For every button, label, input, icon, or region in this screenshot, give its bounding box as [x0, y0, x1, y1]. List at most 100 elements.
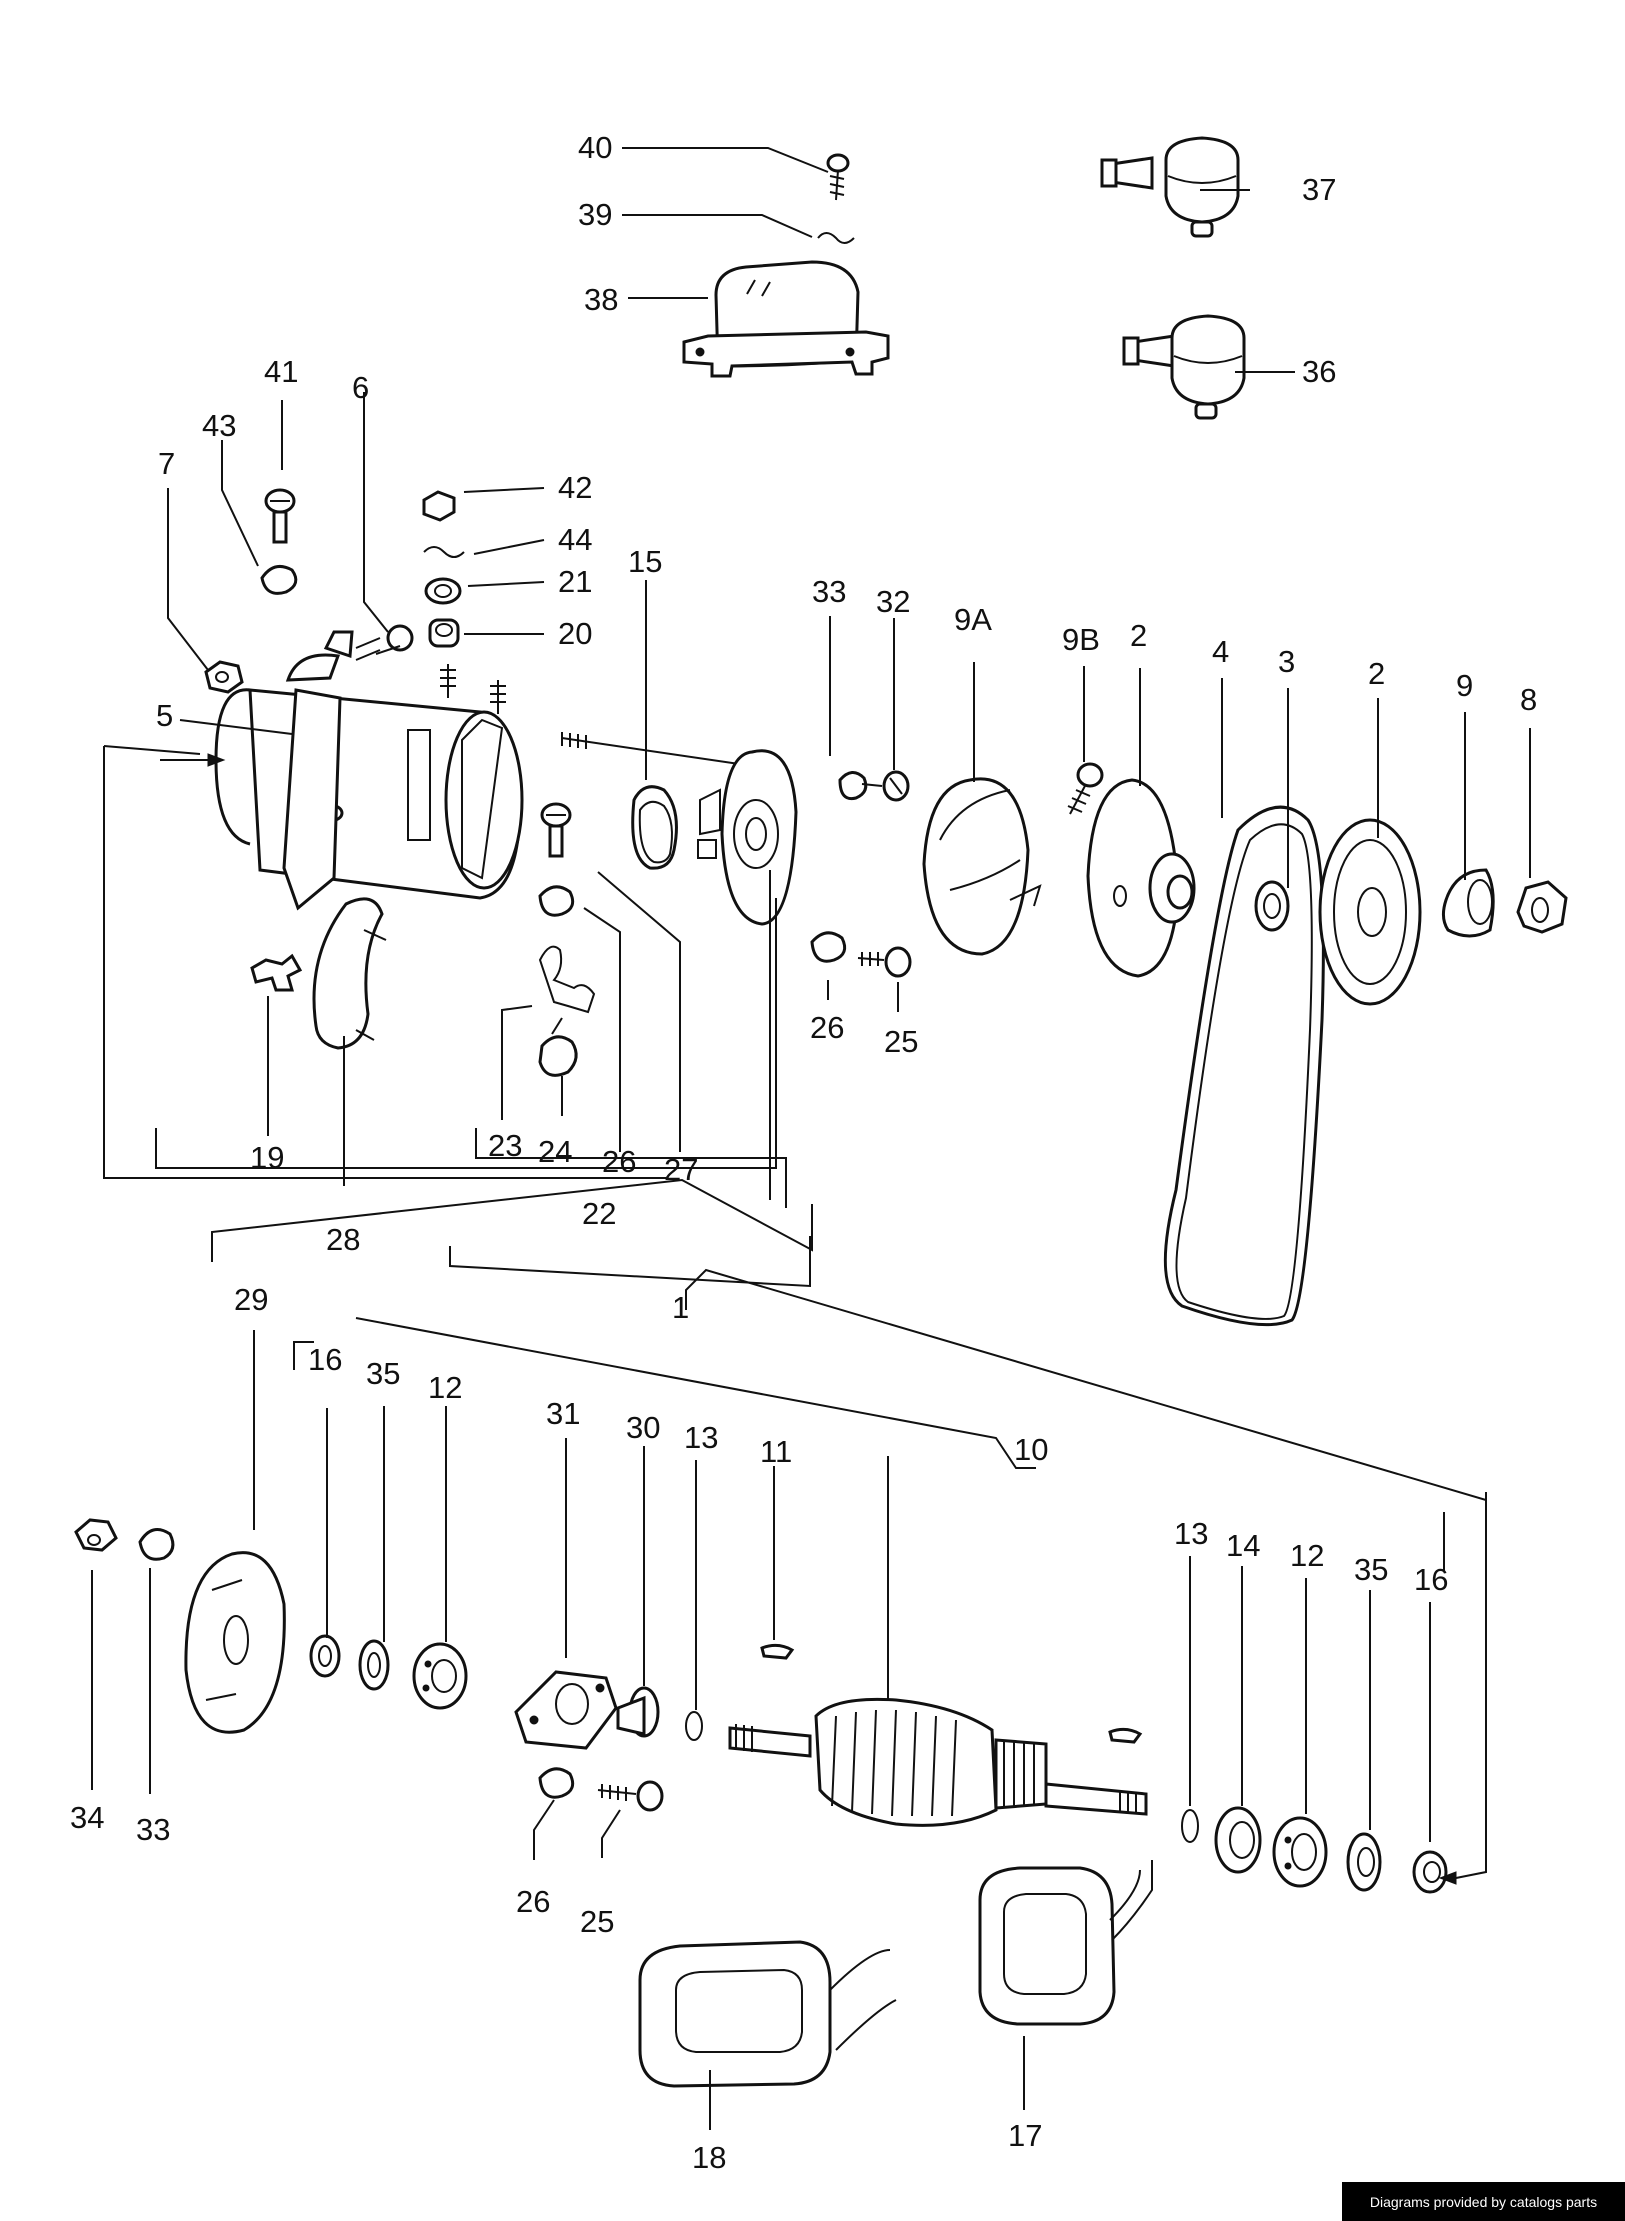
callout-12-left: 12	[428, 1370, 462, 1405]
lock-washer-43	[260, 564, 298, 595]
pulley-half-2a	[1086, 778, 1196, 978]
callout-23: 23	[488, 1128, 522, 1163]
circlip-13a	[685, 1711, 703, 1741]
spacer-9	[1441, 868, 1495, 938]
callout-7: 7	[158, 446, 175, 481]
callout-9a: 9A	[954, 602, 992, 637]
callout-18: 18	[692, 2140, 726, 2175]
generator-housing-5	[214, 630, 524, 911]
field-coil-17	[978, 1860, 1153, 2026]
voltage-regulator-38	[682, 260, 890, 378]
studs	[440, 664, 506, 714]
callout-16-left: 16	[308, 1342, 342, 1377]
washer-33a	[838, 771, 868, 801]
callout-2-right: 2	[1368, 656, 1385, 691]
callout-5: 5	[156, 698, 173, 733]
washer-26	[538, 885, 575, 917]
callout-26-mid: 26	[810, 1010, 844, 1045]
key-armature	[1108, 1727, 1143, 1744]
spacer-3	[1254, 880, 1290, 932]
callout-22: 22	[582, 1196, 616, 1231]
end-plate-29	[184, 1551, 286, 1734]
washer-26c	[538, 1767, 575, 1799]
callout-44: 44	[558, 522, 592, 557]
callout-43: 43	[202, 408, 236, 443]
callout-39: 39	[578, 197, 612, 232]
screw-27	[540, 802, 572, 858]
callout-9: 9	[1456, 668, 1473, 703]
callout-35-right: 35	[1354, 1552, 1388, 1587]
callout-25-bottom: 25	[580, 1904, 614, 1939]
callout-14: 14	[1226, 1528, 1260, 1563]
screw-9b	[1067, 762, 1104, 815]
spacer-16b	[1412, 1850, 1448, 1894]
callout-4: 4	[1212, 634, 1229, 669]
bulb-36	[1122, 314, 1246, 420]
gasket-15	[631, 785, 678, 870]
leader-lines	[91, 147, 1531, 2130]
field-pole-shoe-28	[312, 897, 387, 1050]
credit-text: Diagrams provided by catalogs parts	[1369, 2193, 1598, 2210]
brush-24	[538, 1017, 578, 1077]
callout-21: 21	[558, 564, 592, 599]
bolt-41	[264, 488, 296, 544]
brush-holder-23	[538, 945, 596, 1014]
nut-8	[1516, 880, 1568, 934]
callout-24: 24	[538, 1134, 572, 1169]
screw-32	[861, 770, 910, 802]
callout-42: 42	[558, 470, 592, 505]
seal-14	[1214, 1806, 1262, 1874]
callout-19: 19	[250, 1140, 284, 1175]
credit-badge: Diagrams provided by catalogs parts	[1342, 2182, 1625, 2221]
callout-labels: 40 39 38 37 36 41 43 6 7 42 44 21 20 15 …	[70, 130, 1537, 2175]
nut-7	[204, 660, 244, 694]
callout-6: 6	[352, 370, 369, 405]
callout-11: 11	[760, 1434, 792, 1469]
callout-28: 28	[326, 1222, 360, 1257]
screw-6	[355, 624, 414, 661]
pulley-half-2b	[1318, 818, 1422, 1006]
screw-40	[826, 153, 850, 201]
callout-33-bottom: 33	[136, 1812, 170, 1847]
callout-1: 1	[672, 1290, 689, 1325]
callout-20: 20	[558, 616, 592, 651]
end-plate-22	[697, 749, 798, 926]
washer-35a	[358, 1639, 390, 1691]
callout-33-top: 33	[812, 574, 846, 609]
callout-9b: 9B	[1062, 622, 1100, 657]
callout-27: 27	[664, 1152, 698, 1187]
callout-29: 29	[234, 1282, 268, 1317]
callout-25-mid: 25	[884, 1024, 918, 1059]
bearing-12b	[1272, 1816, 1328, 1888]
callout-36: 36	[1302, 354, 1336, 389]
callout-35-left: 35	[366, 1356, 400, 1391]
key-11	[760, 1643, 795, 1660]
washer-26b	[810, 931, 847, 963]
callout-34: 34	[70, 1800, 104, 1835]
callout-13-left: 13	[684, 1420, 718, 1455]
callout-31: 31	[546, 1396, 580, 1431]
lock-washer-39	[817, 232, 855, 244]
callout-38: 38	[584, 282, 618, 317]
callout-30: 30	[626, 1410, 660, 1445]
callout-40: 40	[578, 130, 612, 165]
callout-12-right: 12	[1290, 1538, 1324, 1573]
washer-35b	[1346, 1832, 1382, 1892]
armature-10	[728, 1697, 1148, 1827]
lock-washer-33b	[138, 1528, 175, 1561]
callout-32: 32	[876, 584, 910, 619]
callout-17: 17	[1008, 2118, 1042, 2153]
callout-10: 10	[1014, 1432, 1048, 1467]
cover-band-9a	[922, 777, 1042, 956]
circlip-13b	[1181, 1809, 1199, 1843]
bulb-37	[1100, 136, 1240, 238]
callout-37: 37	[1302, 172, 1336, 207]
callout-13-right: 13	[1174, 1516, 1208, 1551]
bearing-12a	[412, 1642, 468, 1710]
bearing-plate-31	[514, 1670, 618, 1750]
field-coil-18	[638, 1940, 897, 2088]
callout-26-bottom: 26	[516, 1884, 550, 1919]
screw-25	[857, 946, 912, 978]
